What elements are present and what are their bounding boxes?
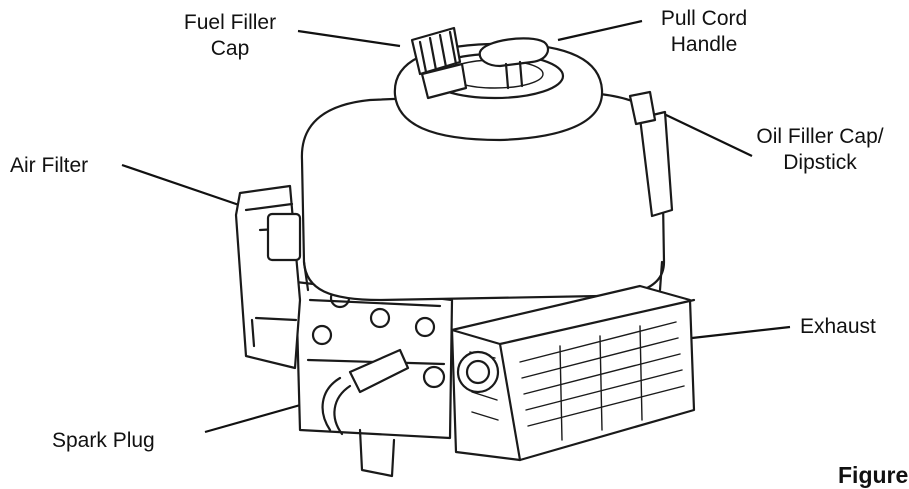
label-pull-cord-handle-line1: Pull Cord [660,7,748,30]
label-pull-cord-handle: Pull Cord Handle [634,6,774,58]
leader-lines [121,19,791,434]
label-oil-filler-cap-line1: Oil Filler Cap/ [756,125,884,148]
bolt-4 [311,324,333,346]
label-fuel-filler-cap: Fuel Filler Cap [150,10,310,62]
label-pull-cord-handle-line2: Handle [670,33,738,56]
leader-pull-cord-handle [557,19,643,42]
bolt-2 [369,307,391,329]
oil-filler-cap [628,90,657,126]
label-spark-plug: Spark Plug [52,429,155,452]
blower-housing [300,42,674,302]
label-oil-filler-cap: Oil Filler Cap/ Dipstick [740,124,900,176]
pull-cord-handle [478,37,550,90]
label-fuel-filler-cap-line1: Fuel Filler [183,11,277,34]
air-filter-housing [234,184,302,370]
leader-fuel-filler-cap [297,29,401,48]
fuel-filler-cap [410,26,468,100]
bolt-5 [422,365,446,389]
label-exhaust: Exhaust [800,315,876,338]
figure-caption: Figure 3 [838,462,909,488]
spark-plug [321,348,410,436]
label-oil-filler-cap-line2: Dipstick [783,151,857,174]
leader-exhaust [691,325,791,340]
leader-air-filter [121,163,243,208]
leader-oil-filler-cap [663,113,753,157]
exhaust-muffler [450,284,696,462]
exhaust-port [456,350,500,394]
label-air-filter: Air Filter [10,154,89,177]
bolt-3 [414,316,436,338]
label-fuel-filler-cap-line2: Cap [210,37,250,60]
